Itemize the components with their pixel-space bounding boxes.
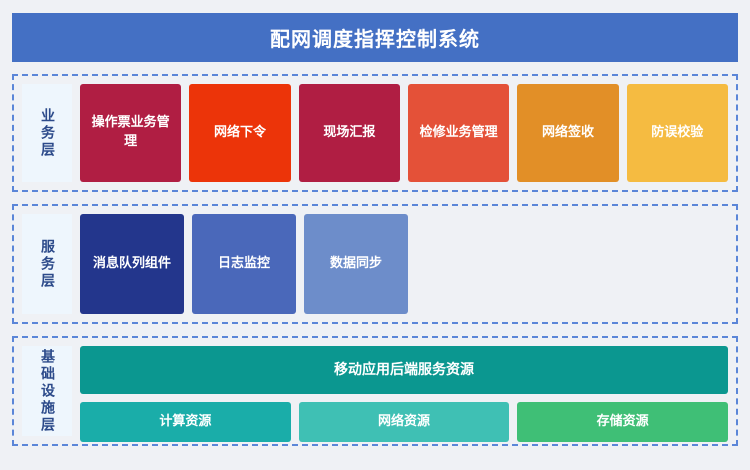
card-infrastructure-0[interactable]: 计算资源 <box>80 402 291 442</box>
service-card-row: 消息队列组件 日志监控 数据同步 <box>80 214 728 314</box>
card-business-2[interactable]: 现场汇报 <box>298 84 400 182</box>
card-infrastructure-main-label: 移动应用后端服务资源 <box>334 361 474 378</box>
card-infrastructure-1-label: 网络资源 <box>378 413 431 429</box>
card-business-1-label: 网络下令 <box>213 124 266 140</box>
card-service-0[interactable]: 消息队列组件 <box>80 214 184 314</box>
card-business-1[interactable]: 网络下令 <box>189 84 291 182</box>
card-business-5-label: 防误校验 <box>651 124 704 140</box>
card-service-2-label: 数据同步 <box>329 255 382 271</box>
card-business-4-label: 网络签收 <box>541 124 594 140</box>
layer-label-business: 业务层 <box>22 84 72 182</box>
card-business-5[interactable]: 防误校验 <box>626 84 728 182</box>
card-business-2-label: 现场汇报 <box>323 124 376 140</box>
page-title-bar: 配网调度指挥控制系统 <box>12 13 738 62</box>
layer-infrastructure: 基础设施层 移动应用后端服务资源 计算资源 网络资源 存储资源 <box>12 336 738 446</box>
page-title: 配网调度指挥控制系统 <box>270 27 480 51</box>
card-business-4[interactable]: 网络签收 <box>517 84 619 182</box>
card-business-3[interactable]: 检修业务管理 <box>407 84 510 182</box>
layer-infrastructure-body: 移动应用后端服务资源 计算资源 网络资源 存储资源 <box>80 346 729 442</box>
layer-business: 业务层 操作票业务管理 网络下令 现场汇报 检修业务管理 网络签收 <box>12 74 738 192</box>
card-business-0[interactable]: 操作票业务管理 <box>80 84 182 182</box>
layer-label-infrastructure: 基础设施层 <box>22 346 72 436</box>
card-service-1-label: 日志监控 <box>217 255 270 271</box>
infrastructure-card-row: 计算资源 网络资源 存储资源 <box>80 402 729 442</box>
card-service-1[interactable]: 日志监控 <box>192 214 296 314</box>
layer-service: 服务层 消息队列组件 日志监控 数据同步 <box>12 204 738 324</box>
card-infrastructure-0-label: 计算资源 <box>159 413 212 429</box>
business-card-row: 操作票业务管理 网络下令 现场汇报 检修业务管理 网络签收 防误校验 <box>80 84 728 182</box>
card-business-3-label: 检修业务管理 <box>419 124 498 140</box>
card-infrastructure-main[interactable]: 移动应用后端服务资源 <box>80 346 728 394</box>
layer-label-service: 服务层 <box>22 214 72 314</box>
card-infrastructure-2[interactable]: 存储资源 <box>517 402 729 442</box>
layer-business-body: 操作票业务管理 网络下令 现场汇报 检修业务管理 网络签收 防误校验 <box>80 84 728 182</box>
layer-service-body: 消息队列组件 日志监控 数据同步 <box>80 214 728 314</box>
card-infrastructure-1[interactable]: 网络资源 <box>298 402 510 442</box>
card-service-2[interactable]: 数据同步 <box>304 214 408 314</box>
card-service-0-label: 消息队列组件 <box>92 255 171 271</box>
card-business-0-label: 操作票业务管理 <box>91 115 170 149</box>
card-infrastructure-2-label: 存储资源 <box>596 413 649 429</box>
